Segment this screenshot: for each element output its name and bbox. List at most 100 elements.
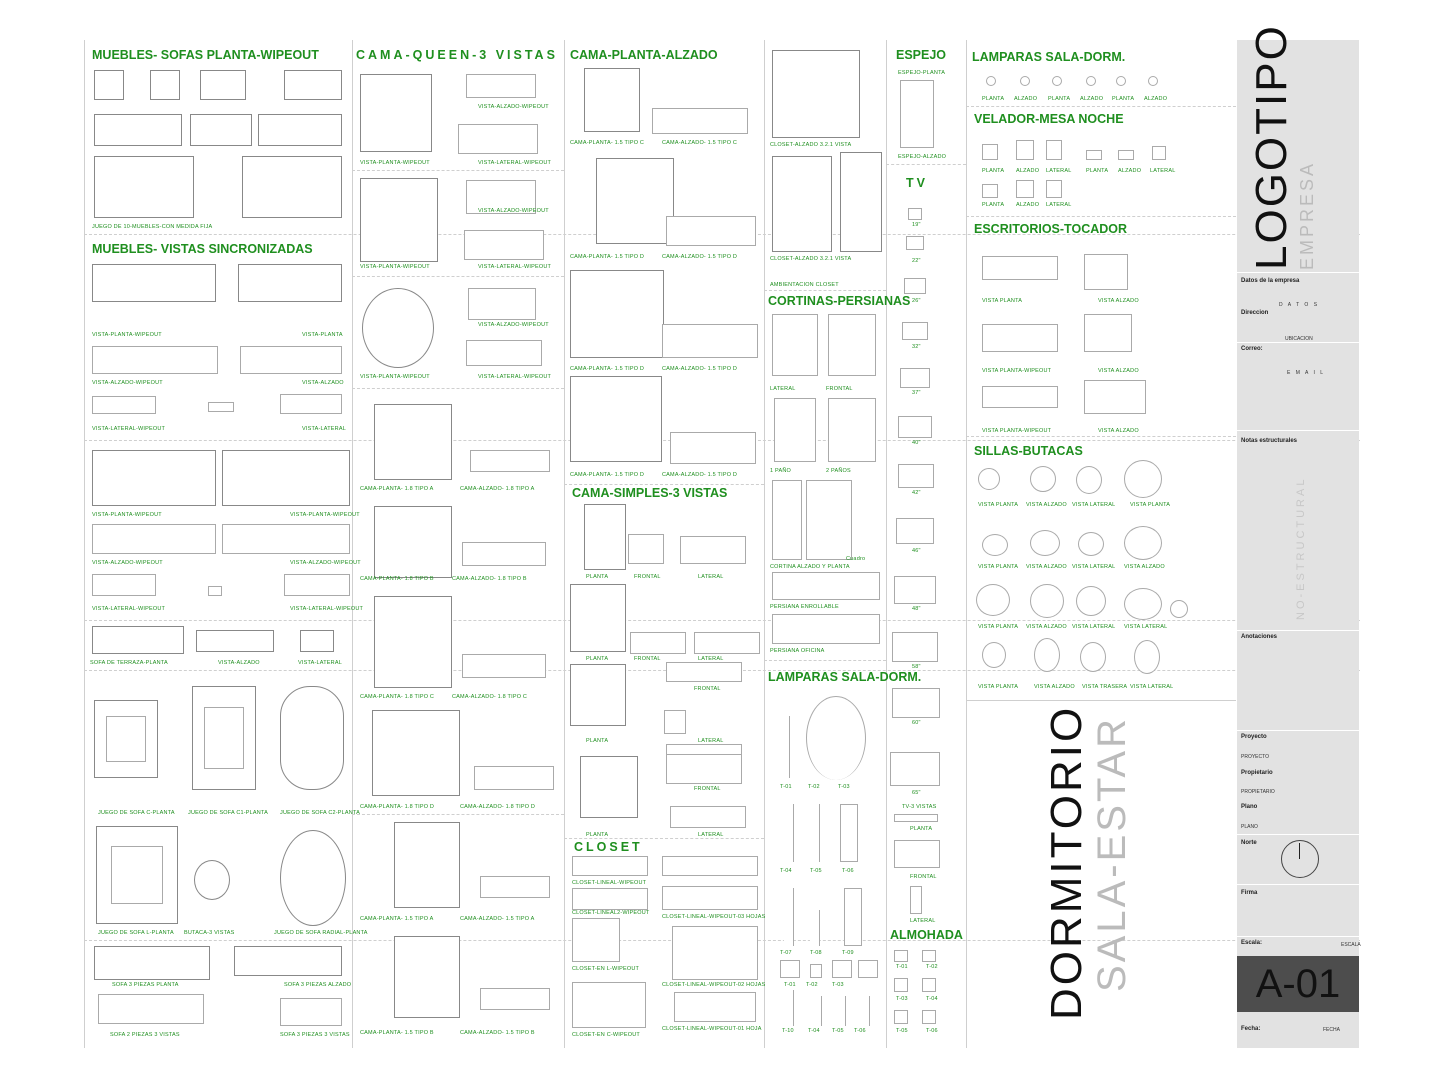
caption: T-06 [842,868,854,874]
caption: VISTA-ALZADO-WIPEOUT [92,380,163,386]
nightstand-figure [1016,140,1034,160]
divider [564,838,764,839]
bed-figure [596,158,674,244]
sofa-figure [200,70,246,100]
caption: 42" [912,490,921,496]
sofa-figure [222,450,350,506]
pillow-figure [894,1010,908,1024]
bed-figure [662,324,758,358]
bed-figure [474,766,554,790]
sofa-figure [150,70,180,100]
direccion-value: UBICACION [1285,336,1313,342]
caption: VISTA PLANTA [1130,502,1171,508]
blind-figure [772,572,880,600]
arc-lamp-figure [806,696,866,780]
caption: VISTA-PLANTA-WIPEOUT [360,264,430,270]
nightstand-figure [1046,180,1062,198]
propietario-value: PROPIETARIO [1241,789,1275,795]
lamp-icon [1116,76,1126,86]
caption: CLOSET-LINEAL-WIPEOUT-01 HOJA [662,1026,762,1032]
sofa-figure [280,998,342,1026]
caption: LATERAL [698,574,724,580]
norte-label: Norte [1241,840,1257,846]
bed-figure [466,74,536,98]
caption: T-05 [896,1028,908,1034]
tv-figure [904,278,926,294]
caption: LATERAL [1046,202,1072,208]
fecha-label: Fecha: [1241,1026,1261,1032]
caption: T-03 [896,996,908,1002]
chair-figure [1080,642,1106,672]
caption: T-06 [854,1028,866,1034]
caption: LATERAL [1150,168,1176,174]
nightstand-figure [982,144,998,160]
column-divider [564,40,565,1048]
curtain-figure [772,480,802,560]
escala-label: Escala: [1241,940,1263,946]
divider [1237,342,1359,343]
caption: FRONTAL [910,874,937,880]
caption: VISTA PLANTA-WIPEOUT [982,368,1052,374]
sofa-figure [190,114,252,146]
divider [1237,730,1359,731]
caption: 65" [912,790,921,796]
nightstand-figure [1086,150,1102,160]
caption: VISTA-ALZADO-WIPEOUT [92,560,163,566]
caption: VISTA LATERAL [1130,684,1174,690]
section-title-sillas: SILLAS-BUTACAS [974,444,1083,458]
north-arrow-icon [1281,840,1319,878]
caption: ALZADO [1118,168,1142,174]
caption: 2 PAÑOS [826,468,851,474]
bed-figure [670,806,746,828]
chair-figure [976,584,1010,616]
caption: VISTA-ALZADO [302,380,344,386]
caption: VISTA-PLANTA-WIPEOUT [92,332,162,338]
bed-figure [584,504,626,570]
sofa-set-figure [94,700,158,778]
curtain-figure [774,398,816,462]
propietario-label: Propietario [1241,770,1273,776]
lamp-figure [812,996,822,1026]
caption: VISTA-ALZADO-WIPEOUT [478,208,549,214]
sofa-figure [92,450,216,506]
caption: T-04 [926,996,938,1002]
closet-elevation-figure [840,152,882,252]
caption: JUEGO DE 10-MUEBLES-CON MEDIDA FIJA [92,224,213,230]
sofa-figure [222,524,350,554]
sofa-figure [98,994,204,1024]
caption: T-10 [782,1028,794,1034]
caption: CAMA-ALZADO- 1.8 TIPO B [452,576,527,582]
section-title-lamparas-2: LAMPARAS SALA-DORM. [972,50,1126,64]
bed-figure [462,542,546,566]
caption: SOFA 2 PIEZAS 3 VISTAS [110,1032,180,1038]
caption: CLOSET-ALZADO 3.2.1 VISTA [770,142,852,148]
caption: VISTA ALZADO [1026,564,1067,570]
caption: 32" [912,344,921,350]
sofa-figure [284,574,350,596]
caption: CAMA-ALZADO- 1.5 TIPO A [460,916,535,922]
section-title-cama-planta-alzado: CAMA-PLANTA-ALZADO [570,48,718,62]
section-title-escritorios: ESCRITORIOS-TOCADOR [974,222,1128,236]
caption: 46" [912,548,921,554]
divider [1237,936,1359,937]
correo-value: E M A I L [1287,370,1326,376]
sofa-figure [208,586,222,596]
divider [352,170,564,171]
caption: PLANTA [982,202,1005,208]
caption: VISTA ALZADO [1124,564,1165,570]
sheet-number-text: A-01 [1255,962,1341,1006]
pillow-figure [922,1010,936,1024]
bed-figure [468,288,536,320]
lamp-icon [1052,76,1062,86]
caption: ALZADO [1014,96,1038,102]
divider [564,484,764,485]
caption: VISTA-LATERAL-WIPEOUT [92,606,166,612]
sofa-set-figure [192,686,256,790]
caption: VISTA-LATERAL-WIPEOUT [478,264,552,270]
tv-figure [898,416,932,438]
caption: PLANTA [586,832,609,838]
caption: PLANTA [586,574,609,580]
caption: AMBIENTACION CLOSET [770,282,839,288]
round-bed-figure [362,288,434,368]
divider [966,106,1236,107]
